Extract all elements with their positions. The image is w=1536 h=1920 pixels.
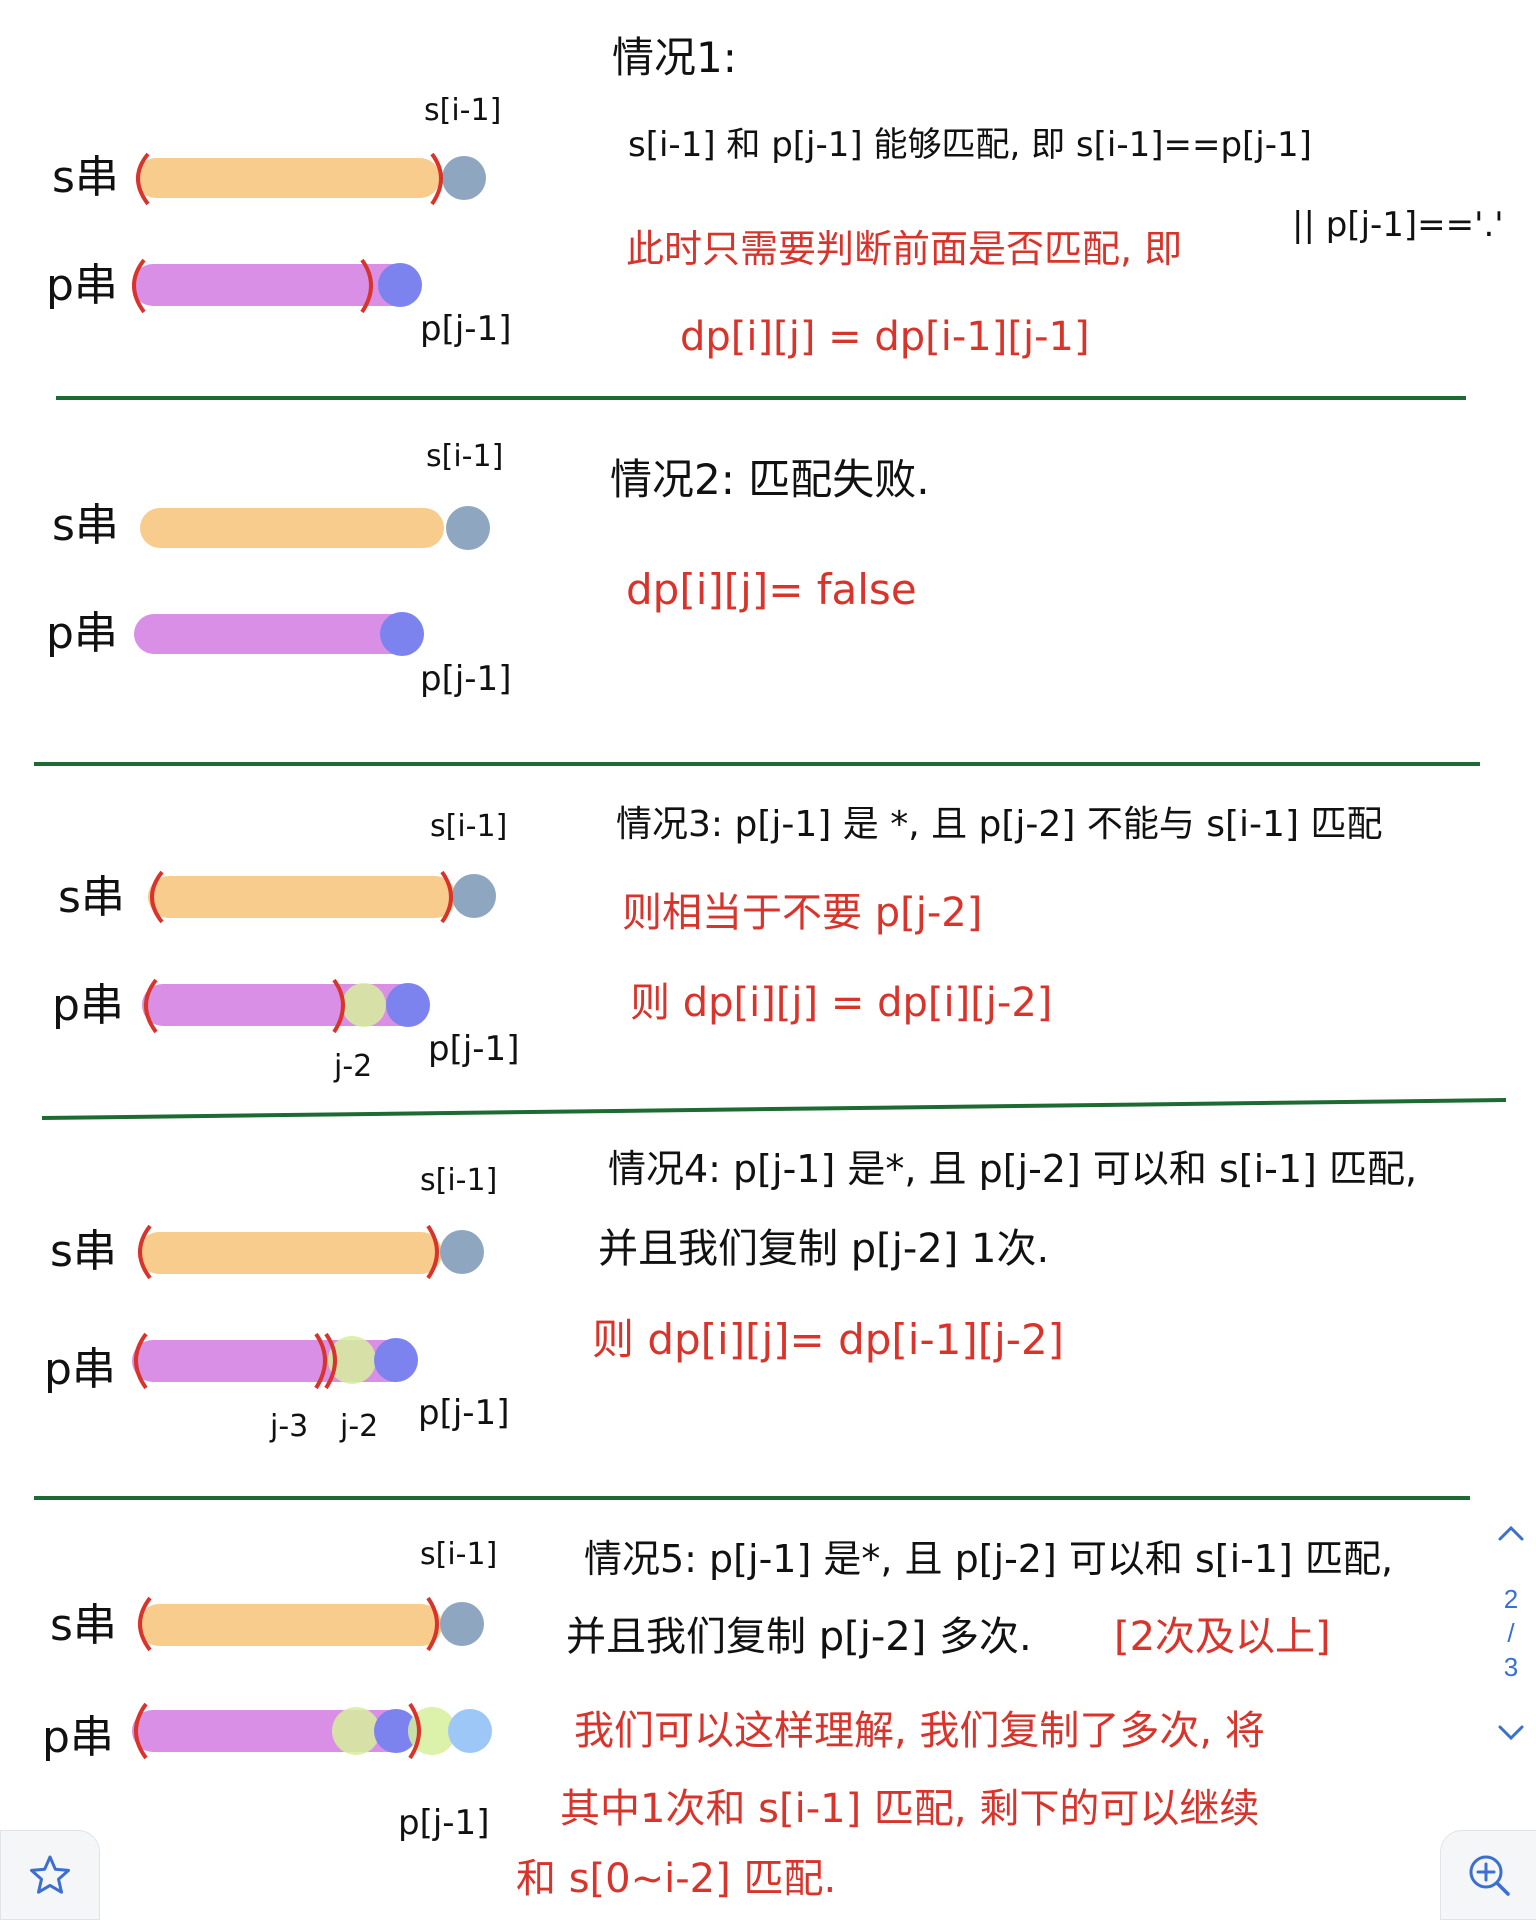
s-last-char-dot bbox=[440, 1230, 484, 1274]
case-line: s[i-1] 和 p[j-1] 能够匹配, 即 s[i-1]==p[j-1] bbox=[628, 125, 1312, 165]
p-bracket-right bbox=[314, 1332, 327, 1390]
mark-extra-index: j-2 bbox=[333, 1049, 372, 1084]
p-green-char-dot bbox=[342, 983, 386, 1027]
p-string-bar bbox=[132, 264, 416, 306]
p-last-char-dot bbox=[380, 612, 424, 656]
p-green-char-dot bbox=[332, 1707, 380, 1755]
favorite-button[interactable] bbox=[0, 1830, 100, 1920]
page-up-button[interactable] bbox=[1486, 1508, 1536, 1558]
label-p: p串 bbox=[42, 1712, 114, 1763]
s-bracket-left bbox=[138, 1224, 152, 1280]
case-title: 情况4: p[j-1] 是*, 且 p[j-2] 可以和 s[i-1] 匹配, bbox=[608, 1147, 1417, 1191]
mark-s-index: s[i-1] bbox=[420, 1537, 497, 1572]
label-s: s串 bbox=[52, 152, 119, 203]
case-title: 情况5: p[j-1] 是*, 且 p[j-2] 可以和 s[i-1] 匹配, bbox=[584, 1537, 1393, 1581]
mark-p-index: p[j-1] bbox=[418, 1393, 509, 1433]
p-string-bar bbox=[134, 614, 420, 654]
chevron-down-icon bbox=[1498, 1725, 1524, 1741]
s-bracket-right bbox=[426, 1224, 439, 1280]
s-last-char-dot bbox=[446, 506, 490, 550]
p-bracket-left bbox=[144, 978, 158, 1034]
page-down-button[interactable] bbox=[1486, 1708, 1536, 1758]
p-bracket-left bbox=[134, 1332, 148, 1390]
s-string-bar bbox=[138, 1232, 442, 1274]
case-red-line: 则 dp[i][j] = dp[i][j-2] bbox=[630, 980, 1052, 1026]
s-bracket-right bbox=[426, 1596, 439, 1652]
p-last-char-dot bbox=[374, 1709, 418, 1753]
mark-s-index: s[i-1] bbox=[430, 809, 507, 844]
case-title: 情况3: p[j-1] 是 *, 且 p[j-2] 不能与 s[i-1] 匹配 bbox=[616, 804, 1382, 845]
p-bracket-right bbox=[324, 1332, 337, 1390]
label-s: s串 bbox=[50, 1226, 117, 1277]
case-red-line: 其中1次和 s[i-1] 匹配, 剩下的可以继续 bbox=[560, 1786, 1259, 1832]
case-red-line: 则 dp[i][j]= dp[i-1][j-2] bbox=[592, 1315, 1064, 1364]
label-p: p串 bbox=[46, 608, 118, 659]
section-divider bbox=[41, 1098, 1507, 1120]
case-red-line: 我们可以这样理解, 我们复制了多次, 将 bbox=[574, 1708, 1265, 1754]
s-bracket-left bbox=[138, 1596, 152, 1652]
label-s: s串 bbox=[50, 1600, 117, 1651]
case-red-line: dp[i][j]= false bbox=[626, 565, 917, 614]
s-last-char-dot bbox=[442, 156, 486, 200]
page-navigator: 2 / 3 bbox=[1486, 1508, 1536, 1758]
case-red-line: [2次及以上] bbox=[1114, 1614, 1331, 1660]
zoom-in-icon bbox=[1469, 1855, 1510, 1896]
label-p: p串 bbox=[46, 260, 118, 311]
p-green-char-dot bbox=[328, 1336, 376, 1384]
case-line: || p[j-1]=='.' bbox=[1292, 205, 1504, 245]
p-bracket-right bbox=[332, 978, 345, 1034]
s-last-char-dot bbox=[440, 1602, 484, 1646]
s-string-bar bbox=[136, 158, 440, 198]
p-bracket-left bbox=[134, 1702, 148, 1760]
p-bracket-right bbox=[408, 1702, 421, 1760]
mark-s-index: s[i-1] bbox=[420, 1163, 497, 1198]
s-string-bar bbox=[138, 1604, 442, 1646]
p-bracket-right bbox=[360, 258, 373, 314]
s-bracket-left bbox=[136, 152, 150, 206]
mark-p-index: p[j-1] bbox=[420, 659, 511, 699]
s-bracket-left bbox=[150, 870, 164, 924]
mark-extra-index: j-3 bbox=[269, 1409, 308, 1444]
s-bracket-right bbox=[440, 870, 453, 924]
s-last-char-dot bbox=[452, 874, 496, 918]
case-red-line: 则相当于不要 p[j-2] bbox=[622, 890, 982, 936]
case-line: 并且我们复制 p[j-2] 多次. bbox=[566, 1614, 1032, 1660]
mark-p-index: p[j-1] bbox=[398, 1803, 489, 1843]
page-current: 2 bbox=[1503, 1584, 1519, 1614]
mark-p-index: p[j-1] bbox=[420, 309, 511, 349]
p-light-blue-char-dot bbox=[448, 1709, 492, 1753]
mark-s-index: s[i-1] bbox=[424, 93, 501, 128]
label-p: p串 bbox=[44, 1344, 116, 1395]
zoom-in-button[interactable] bbox=[1440, 1830, 1536, 1920]
s-bracket-right bbox=[430, 152, 443, 206]
case-red-line: dp[i][j] = dp[i-1][j-1] bbox=[680, 314, 1090, 360]
mark-p-index: p[j-1] bbox=[428, 1029, 519, 1069]
p-bracket-left bbox=[132, 258, 146, 314]
case-red-line: 此时只需要判断前面是否匹配, 即 bbox=[626, 227, 1182, 271]
label-s: s串 bbox=[52, 500, 119, 551]
case-title: 情况1: bbox=[612, 33, 737, 82]
mark-extra-index: j-2 bbox=[339, 1409, 378, 1444]
p-last-char-dot bbox=[378, 263, 422, 307]
p-last-char-dot bbox=[374, 1338, 418, 1382]
case-title: 情况2: 匹配失败. bbox=[610, 455, 930, 504]
mark-s-index: s[i-1] bbox=[426, 439, 503, 474]
page-separator: / bbox=[1507, 1618, 1515, 1648]
page-total: 3 bbox=[1503, 1652, 1519, 1682]
chevron-up-icon bbox=[1498, 1525, 1524, 1541]
p-last-char-dot bbox=[386, 983, 430, 1027]
s-string-bar bbox=[140, 508, 444, 548]
star-icon bbox=[30, 1855, 70, 1894]
case-red-line: 和 s[0~i-2] 匹配. bbox=[516, 1856, 836, 1902]
label-p: p串 bbox=[52, 980, 124, 1031]
s-string-bar bbox=[148, 876, 456, 918]
label-s: s串 bbox=[58, 872, 125, 923]
case-line: 并且我们复制 p[j-2] 1次. bbox=[598, 1226, 1049, 1272]
p-green-char-dot bbox=[408, 1707, 456, 1755]
